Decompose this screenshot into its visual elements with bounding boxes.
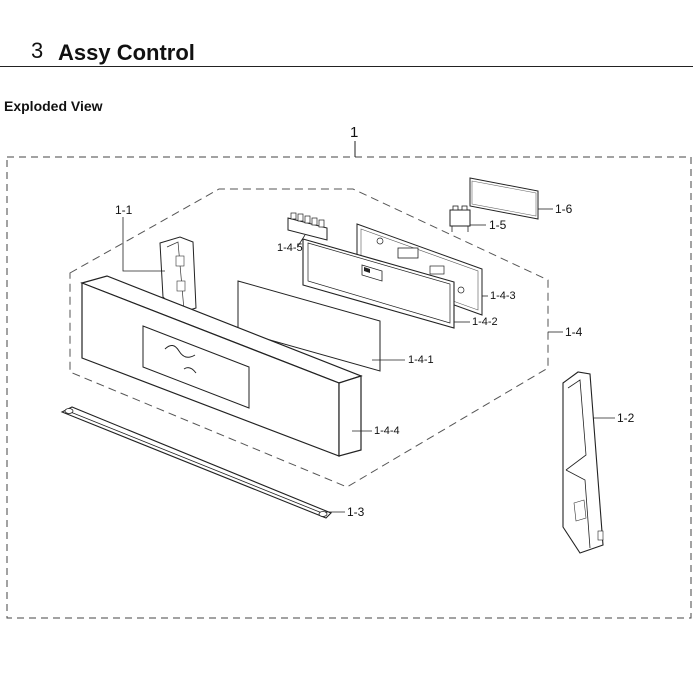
callout-1-4-1: 1-4-1 — [408, 354, 434, 366]
part-1-4-2-display-board — [302, 238, 455, 329]
part-1-4-5-connector — [287, 212, 328, 241]
section-number: 3 — [31, 38, 44, 63]
subassembly-boundary — [69, 188, 549, 488]
part-1-6-cover-plate — [469, 177, 539, 220]
part-1-4-4-panel — [80, 275, 363, 457]
section-title: Assy Control — [58, 40, 195, 65]
part-1-4-1-overlay — [237, 280, 381, 372]
callout-1-6: 1-6 — [555, 202, 573, 216]
callout-1-5: 1-5 — [489, 218, 507, 232]
callout-1-1: 1-1 — [115, 203, 133, 217]
section-header: 3 Assy Control — [0, 0, 700, 70]
callout-1-4: 1-4 — [565, 325, 583, 339]
leader-1-1 — [122, 217, 165, 272]
view-subtitle: Exploded View — [4, 98, 103, 114]
callout-1-4-3: 1-4-3 — [490, 290, 516, 302]
part-1-3-trim — [60, 406, 332, 519]
callout-1-4-2: 1-4-2 — [472, 316, 498, 328]
callout-1-4-5: 1-4-5 — [277, 242, 303, 254]
callout-assembly: 1 — [350, 124, 358, 141]
leader-1-4-5 — [297, 234, 306, 247]
part-1-1-bracket — [159, 236, 197, 314]
assembly-boundary — [6, 156, 692, 619]
part-1-2-bracket — [562, 371, 604, 554]
part-1-5-module — [449, 205, 471, 232]
callout-1-3: 1-3 — [347, 505, 365, 519]
callout-1-4-4: 1-4-4 — [374, 425, 400, 437]
header-rule — [0, 66, 693, 67]
callout-1-2: 1-2 — [617, 411, 635, 425]
